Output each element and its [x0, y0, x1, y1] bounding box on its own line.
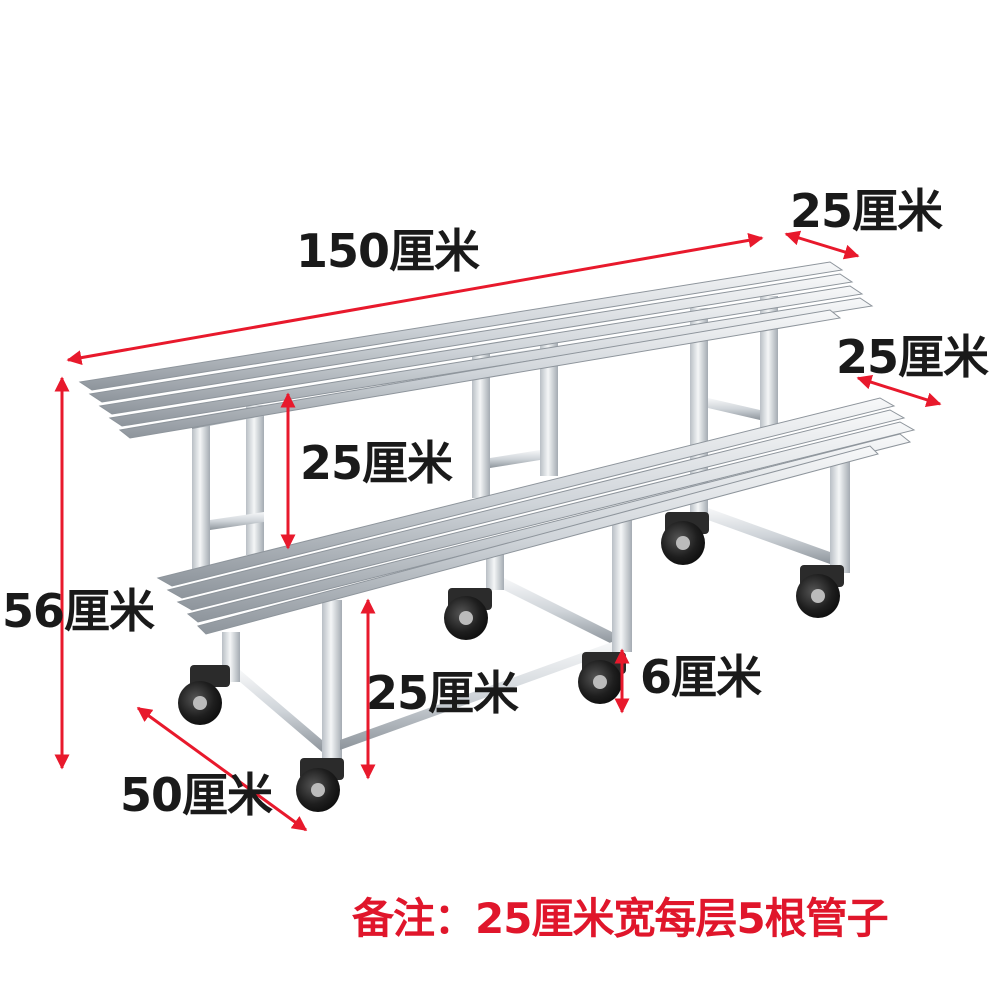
top-depth-dimension-line: [784, 230, 860, 260]
lower-leg: [322, 600, 342, 760]
lower-leg: [830, 448, 850, 573]
upper-side-brace: [490, 450, 540, 468]
caster-wheel: [578, 652, 626, 704]
note-text: 备注：25厘米宽每层5根管子: [352, 894, 889, 943]
lower-side-brace: [240, 670, 322, 752]
caster-wheel: [296, 758, 344, 812]
dimension-lines: [54, 230, 942, 832]
upper-side-brace: [210, 512, 264, 530]
upper-leg: [246, 405, 264, 555]
lower-leg: [612, 512, 632, 652]
upper-leg: [540, 336, 558, 476]
lower-side-brace: [708, 508, 830, 564]
top-depth-label: 25厘米: [790, 184, 943, 238]
upper-leg: [192, 418, 210, 573]
lower-depth-dimension-line: [856, 374, 942, 408]
length-label: 150厘米: [296, 224, 480, 278]
tier-gap-label: 25厘米: [300, 436, 453, 490]
caster-wheel: [796, 565, 844, 618]
caster-wheel: [661, 512, 709, 565]
base-depth-label: 50厘米: [120, 768, 273, 822]
caster-wheel: [444, 588, 492, 640]
upper-leg: [472, 348, 490, 498]
lower-long-brace: [340, 642, 612, 750]
lower-frame: [222, 448, 850, 760]
wheel-height-label: 6厘米: [640, 650, 762, 704]
lower-shelf: [156, 397, 916, 635]
base-depth-dimension-line: [136, 706, 308, 832]
total-height-label: 56厘米: [2, 584, 155, 638]
lower-height-label: 25厘米: [366, 666, 519, 720]
lower-side-brace: [504, 578, 612, 644]
upper-side-brace: [708, 398, 760, 420]
caster-wheel: [178, 665, 230, 725]
length-dimension-line: [66, 232, 764, 366]
lower-leg: [486, 550, 504, 590]
lower-depth-label: 25厘米: [836, 330, 989, 384]
